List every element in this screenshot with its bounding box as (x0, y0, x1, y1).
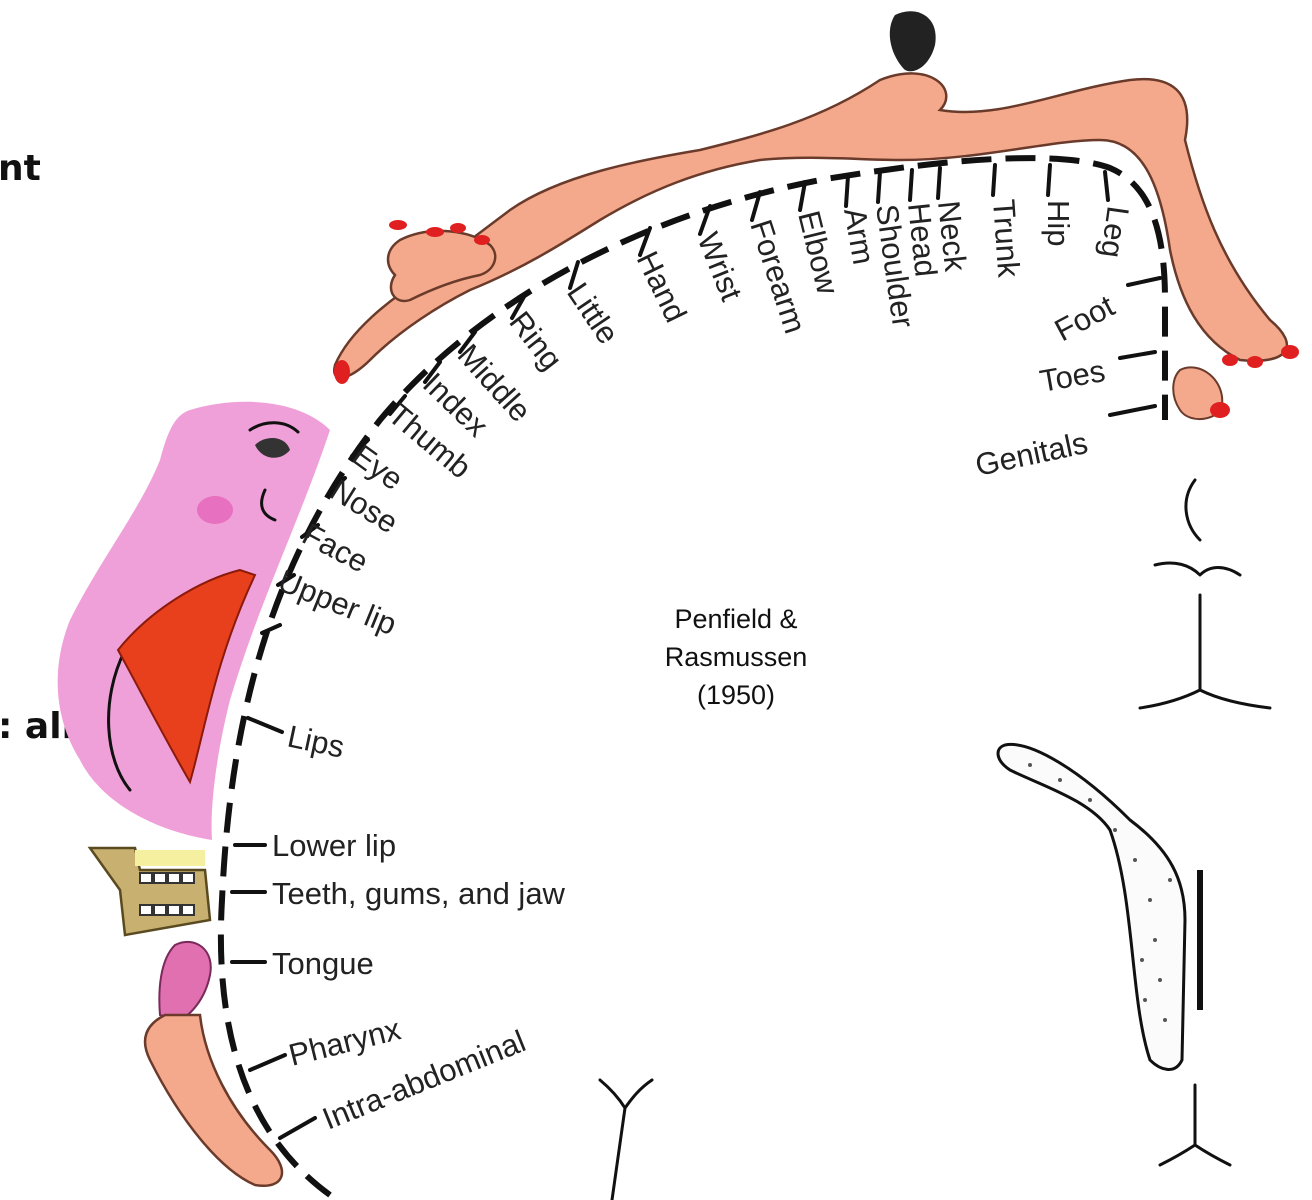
label-hip: Hip (1041, 200, 1076, 247)
eye-shape (255, 438, 290, 458)
section-sketch-lower (598, 742, 1232, 1200)
cortex-arc (217, 155, 1168, 1198)
pharynx-shape (143, 1013, 284, 1188)
label-face: Face (297, 516, 374, 579)
face-line (107, 648, 132, 792)
label-pharynx: Pharynx (285, 1011, 404, 1073)
credit-line-2: Rasmussen (665, 642, 808, 672)
homunculus-hand (386, 229, 497, 303)
lips-shape (116, 568, 257, 785)
credit: Penfield & Rasmussen (1950) (665, 604, 808, 710)
teeth (139, 872, 195, 916)
credit-line-3: (1950) (697, 680, 775, 710)
section-sketch-upper (1138, 478, 1272, 710)
genitals-shape (1172, 366, 1224, 420)
label-lips: Lips (285, 719, 348, 765)
cutoff-text-top: nt (0, 148, 41, 189)
label-lower-lip: Lower lip (272, 828, 396, 863)
credit-line-1: Penfield & (674, 604, 797, 634)
cheek-blush (197, 496, 233, 524)
label-upper-lip: Upper lip (273, 563, 401, 642)
gums (135, 850, 205, 866)
label-toes: Toes (1037, 353, 1108, 399)
label-teeth: Teeth, gums, and jaw (272, 876, 566, 911)
label-ticks (230, 163, 1162, 1140)
hair (889, 11, 936, 72)
label-leg: Leg (1094, 204, 1136, 260)
label-hand: Hand (630, 246, 694, 328)
tongue-shape (158, 940, 212, 1022)
genitals-tip (1210, 402, 1230, 418)
label-neck: Neck (931, 199, 973, 273)
label-genitals: Genitals (972, 425, 1091, 483)
label-trunk: Trunk (986, 198, 1026, 279)
eyebrow (248, 421, 300, 434)
label-head: Head (901, 201, 944, 278)
label-foot: Foot (1049, 288, 1121, 348)
nose-line (260, 488, 277, 522)
fingernails (334, 220, 1299, 384)
label-tongue: Tongue (272, 946, 374, 981)
label-wrist: Wrist (691, 228, 750, 306)
